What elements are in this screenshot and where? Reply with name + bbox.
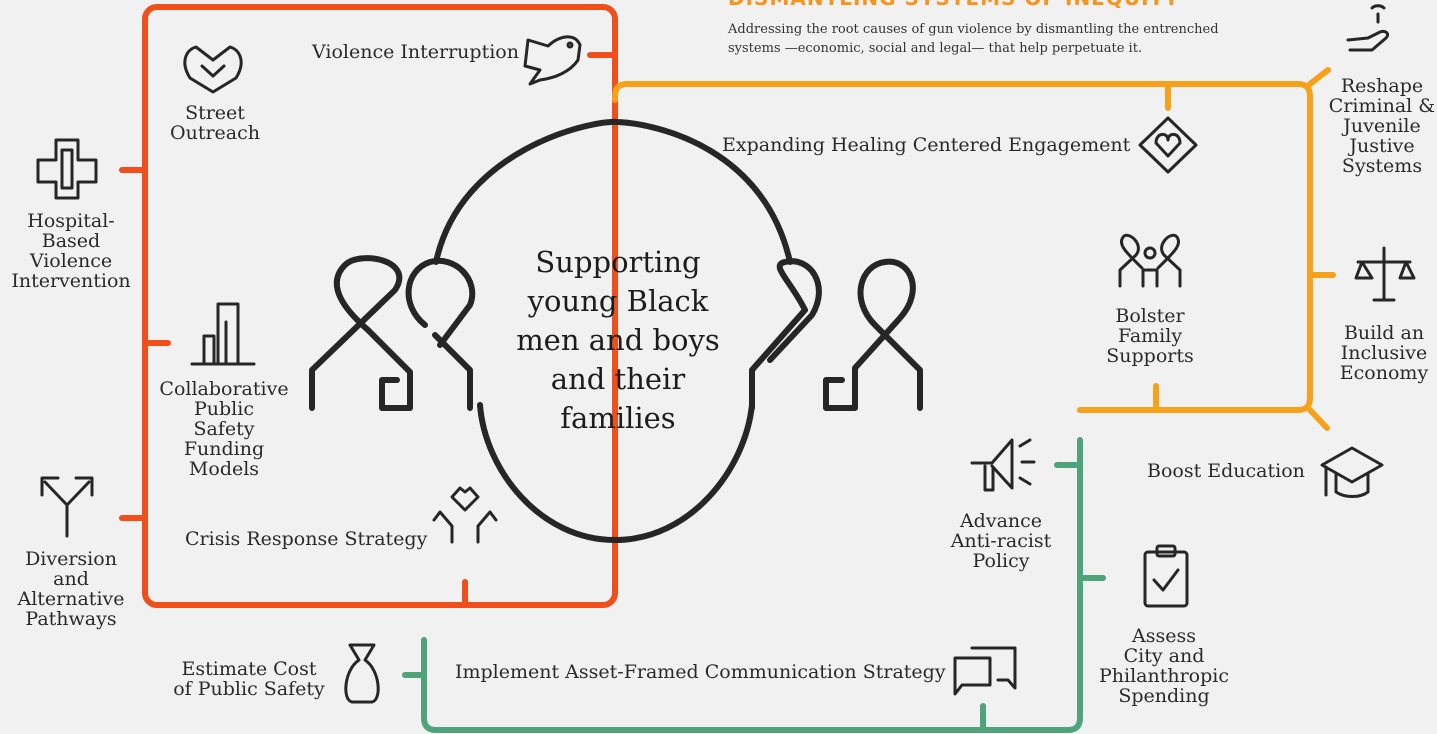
node-collaborative-public-safety-funding-models: Collaborative Public Safety Funding Mode… [159, 378, 289, 480]
header-title: DISMANTLING SYSTEMS OF INEQUITY [728, 0, 1180, 10]
green-network [402, 437, 1106, 733]
dove-icon [523, 35, 582, 86]
megaphone-icon [970, 438, 1036, 492]
chat-bubbles-icon [953, 646, 1017, 696]
header-subtitle: Addressing the root causes of gun violen… [728, 22, 1219, 56]
node-assess-spending: Assess City and Philanthropic Spending [1098, 625, 1229, 707]
hand-plant-icon [1346, 4, 1390, 52]
node-hospital-based-violence-intervention: Hospital- Based Violence Intervention [11, 210, 131, 292]
node-diversion-alternative-pathways: Diversion and Alternative Pathways [17, 548, 125, 630]
orange-network [612, 67, 1336, 431]
graduation-cap-icon [1320, 446, 1384, 498]
buildings-icon [190, 302, 256, 366]
node-asset-framed-communication: Implement Asset-Framed Communication Str… [455, 661, 946, 683]
node-anti-racist-policy: Advance Anti-racist Policy [950, 510, 1052, 572]
helping-hands-icon [183, 45, 243, 94]
diverging-arrows-icon [40, 476, 94, 538]
node-boost-education: Boost Education [1147, 460, 1305, 482]
red-network [119, 4, 618, 608]
heart-diamond-icon [1138, 116, 1198, 174]
node-reshape-justice-systems: Reshape Criminal & Juvenile Justive Syst… [1328, 75, 1436, 177]
node-healing-centered-engagement: Expanding Healing Centered Engagement [722, 134, 1131, 156]
family-icon [1118, 233, 1182, 288]
center-text: Supporting young Black men and boys and … [516, 245, 720, 435]
money-bag-icon [344, 643, 380, 704]
family-figures [309, 118, 923, 543]
node-estimate-cost-public-safety: Estimate Cost of Public Safety [173, 658, 325, 700]
hands-heart-icon [432, 486, 498, 544]
node-inclusive-economy: Build an Inclusive Economy [1339, 322, 1429, 384]
node-street-outreach: Street Outreach [170, 102, 260, 144]
scales-icon [1354, 246, 1416, 302]
node-crisis-response-strategy: Crisis Response Strategy [185, 528, 428, 550]
medical-cross-icon [36, 138, 98, 200]
clipboard-icon [1143, 544, 1189, 608]
node-violence-interruption: Violence Interruption [312, 41, 519, 63]
node-bolster-family-supports: Bolster Family Supports [1106, 305, 1194, 367]
